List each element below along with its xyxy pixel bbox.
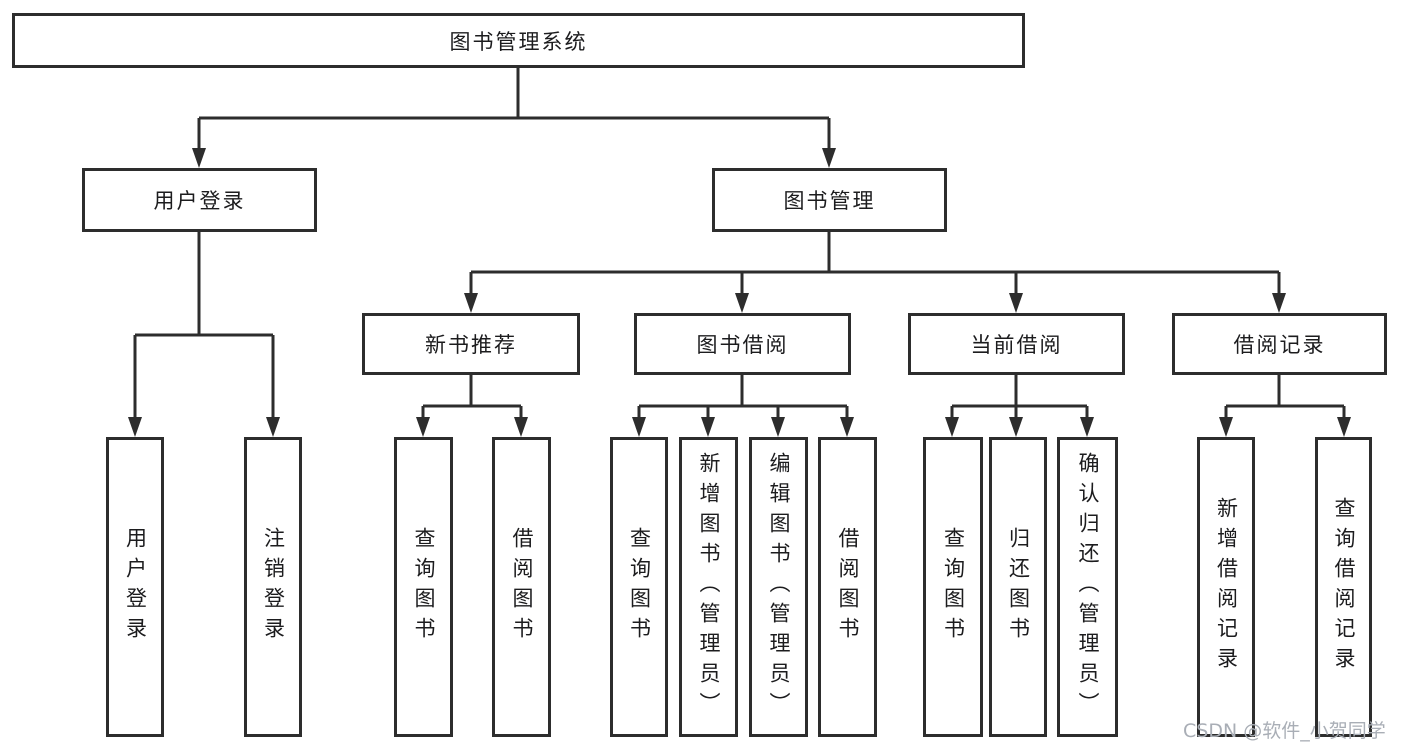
leaf-node-confirm-return-admin: 确认归还（管理员） <box>1057 437 1118 737</box>
leaf-label: 新增图书（管理员） <box>697 452 721 722</box>
leaf-label: 确认归还（管理员） <box>1076 452 1100 722</box>
arrow-down-icon <box>945 417 959 437</box>
arrow-down-icon <box>822 148 836 168</box>
node-label: 图书管理 <box>783 189 876 213</box>
arrow-down-icon <box>1337 417 1351 437</box>
connector-path <box>197 68 831 150</box>
leaf-node-query-borrow-record: 查询借阅记录 <box>1315 437 1372 737</box>
node-borrow-records: 借阅记录 <box>1172 313 1387 375</box>
csdn-watermark: CSDN @软件_小贺同学 <box>1183 720 1386 742</box>
connector-path <box>950 375 1089 419</box>
leaf-label: 新增借阅记录 <box>1214 497 1239 677</box>
leaf-node-query-books: 查询图书 <box>394 437 453 737</box>
arrow-down-icon <box>192 148 206 168</box>
leaf-label: 借阅图书 <box>836 527 860 647</box>
node-label: 用户登录 <box>153 189 246 213</box>
arrow-down-icon <box>266 417 280 437</box>
leaf-label: 查询借阅记录 <box>1332 497 1356 677</box>
connector-path <box>469 232 1281 295</box>
leaf-node-add-borrow-record: 新增借阅记录 <box>1197 437 1255 737</box>
node-label: 图书借阅 <box>696 333 789 357</box>
leaf-node-add-books-admin: 新增图书（管理员） <box>679 437 738 737</box>
arrow-down-icon <box>1009 417 1023 437</box>
arrow-down-icon <box>701 417 715 437</box>
leaf-label: 查询图书 <box>627 527 652 647</box>
node-user-login: 用户登录 <box>82 168 317 232</box>
node-book-management: 图书管理 <box>712 168 947 232</box>
node-label: 新书推荐 <box>425 333 517 357</box>
arrow-down-icon <box>771 417 785 437</box>
arrow-down-icon <box>840 417 854 437</box>
connector-path <box>133 232 275 419</box>
leaf-node-query-books: 查询图书 <box>923 437 983 737</box>
arrow-down-icon <box>735 293 749 313</box>
leaf-label: 用户登录 <box>123 527 148 647</box>
leaf-node-logout: 注销登录 <box>244 437 302 737</box>
leaf-label: 编辑图书（管理员） <box>767 452 791 722</box>
arrow-down-icon <box>1272 293 1286 313</box>
node-book-borrowing: 图书借阅 <box>634 313 851 375</box>
arrow-down-icon <box>514 417 528 437</box>
leaf-label: 归还图书 <box>1006 527 1031 647</box>
leaf-label: 查询图书 <box>412 527 436 647</box>
arrow-down-icon <box>128 417 142 437</box>
arrow-down-icon <box>1009 293 1023 313</box>
arrow-down-icon <box>1219 417 1233 437</box>
node-label: 借阅记录 <box>1233 333 1326 357</box>
node-current-borrowing: 当前借阅 <box>908 313 1125 375</box>
connector-path <box>421 375 523 419</box>
leaf-node-user-login: 用户登录 <box>106 437 164 737</box>
node-library-management-system: 图书管理系统 <box>12 13 1025 68</box>
leaf-node-return-books: 归还图书 <box>989 437 1047 737</box>
leaf-label: 查询图书 <box>941 527 966 647</box>
node-label: 当前借阅 <box>970 333 1063 357</box>
arrow-down-icon <box>1080 417 1094 437</box>
leaf-node-edit-books-admin: 编辑图书（管理员） <box>749 437 808 737</box>
leaf-label: 借阅图书 <box>510 527 534 647</box>
leaf-node-borrow-books: 借阅图书 <box>492 437 551 737</box>
node-new-book-recommend: 新书推荐 <box>362 313 580 375</box>
leaf-node-query-books: 查询图书 <box>610 437 668 737</box>
arrow-down-icon <box>632 417 646 437</box>
connector-path <box>1224 375 1346 419</box>
arrow-down-icon <box>416 417 430 437</box>
node-label: 图书管理系统 <box>449 29 588 54</box>
connector-path <box>637 375 849 419</box>
arrow-down-icon <box>464 293 478 313</box>
leaf-label: 注销登录 <box>261 527 286 647</box>
leaf-node-borrow-books: 借阅图书 <box>818 437 877 737</box>
